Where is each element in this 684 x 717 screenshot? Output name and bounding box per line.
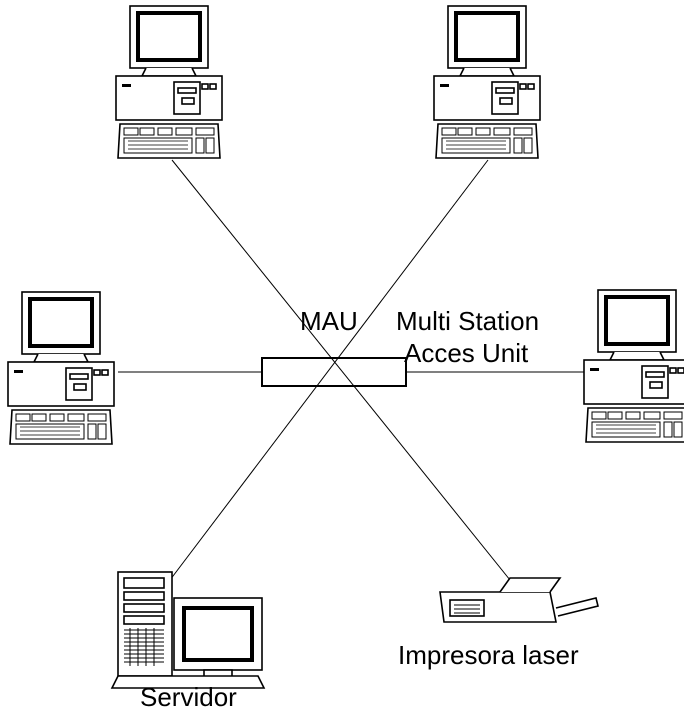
laser-printer-icon bbox=[439, 577, 599, 623]
mau-hub-icon bbox=[261, 357, 407, 387]
mau-description-line2: Acces Unit bbox=[404, 338, 529, 368]
printer-label: Impresora laser bbox=[398, 640, 579, 670]
link-top-right-to-server bbox=[169, 159, 489, 581]
tower-server-icon bbox=[110, 571, 266, 689]
workstation-top-right-icon bbox=[432, 4, 542, 160]
mau-label: MAU bbox=[300, 306, 358, 336]
link-top-left-to-printer bbox=[171, 159, 511, 581]
workstation-left-icon bbox=[6, 290, 116, 446]
workstation-right-icon bbox=[582, 288, 684, 444]
mau-description-line1: Multi Station bbox=[396, 306, 539, 336]
workstation-top-left-icon bbox=[114, 4, 224, 160]
server-label: Servidor bbox=[140, 682, 237, 712]
